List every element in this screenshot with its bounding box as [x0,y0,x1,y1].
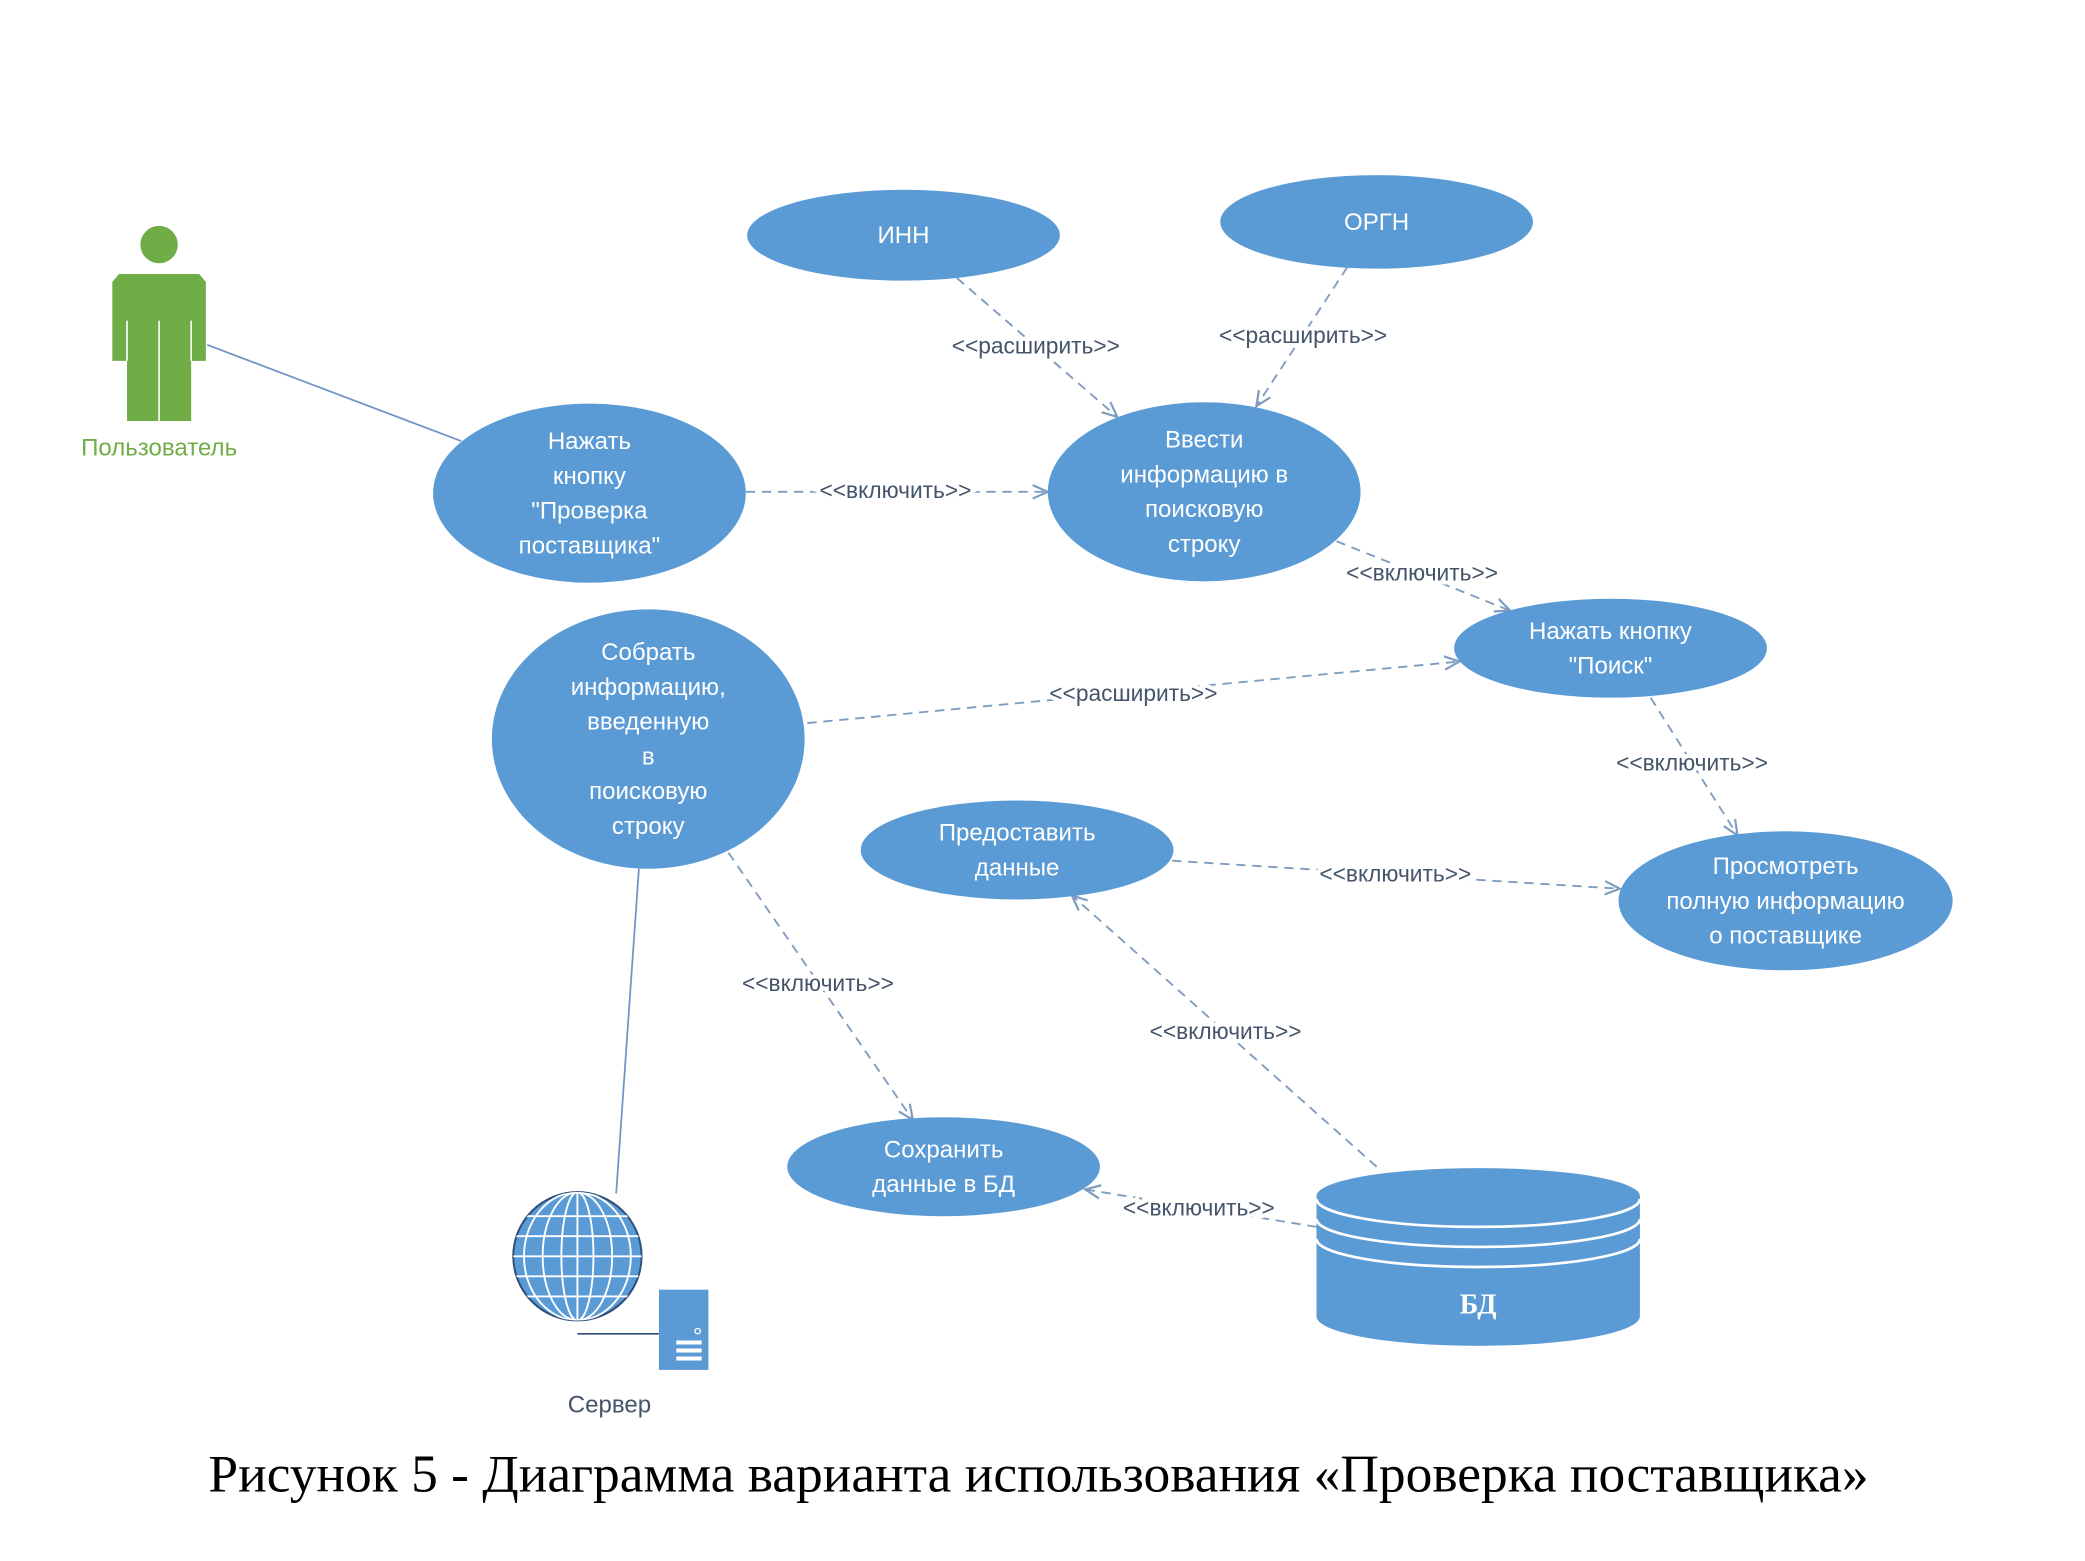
use-case-enter-info[interactable]: Ввести информацию в поисковую строку [1047,402,1361,582]
use-case-label-line: поисковую [589,778,707,805]
use-case-ellipse [1618,831,1953,971]
use-case-label-line: Нажать кнопку [1529,618,1692,645]
use-case-view-info[interactable]: Просмотреть полную информацию о поставщике [1618,831,1953,971]
relation-database-to-save-data: <<включить>> [1085,1189,1317,1228]
stereotype-label: <<включить>> [1346,560,1498,586]
use-case-label-line: Просмотреть [1713,853,1859,880]
use-case-label-line: данные [975,854,1060,881]
relation-database-to-provide-data: <<включить>> [1072,895,1378,1168]
association-actor-press-check [206,343,462,442]
use-case-press-check[interactable]: Нажать кнопку "Проверка поставщика" [433,403,746,583]
use-case-label: Ввести информацию в поисковую строку [1120,427,1288,558]
use-case-press-search[interactable]: Нажать кнопку "Поиск" [1454,598,1767,698]
use-case-ellipse [747,189,1060,281]
use-case-ellipse [787,1117,1100,1217]
use-case-label-line: Ввести [1165,427,1243,454]
database-node[interactable]: БД [1315,1168,1642,1346]
stereotype-label: <<включить>> [1150,1018,1302,1044]
stereotype-label: <<расширить>> [952,332,1120,358]
use-case-label: ОРГН [1344,209,1409,236]
relation-provide-data-to-view-info: <<включить>> [1172,856,1620,889]
use-case-label: Нажать кнопку "Проверка поставщика" [519,428,661,559]
stereotype-label: <<включить>> [820,477,972,503]
use-case-label-line: информацию в [1120,461,1288,488]
use-case-inn[interactable]: ИНН [747,189,1060,281]
relation-press-check-to-enter-info: <<включить>> [745,473,1048,507]
use-case-label-line: поисковую [1145,496,1263,523]
stereotype-label: <<включить>> [1319,860,1471,886]
use-case-label-line: полную информацию [1666,888,1904,915]
use-case-ellipse [860,800,1174,900]
use-case-label-line: строку [1168,531,1241,558]
use-case-label-line: Нажать [548,428,631,455]
use-case-label: Просмотреть полную информацию о поставщике [1666,853,1904,949]
use-case-label-line: поставщика" [519,532,661,559]
server-label: Сервер [568,1392,651,1419]
relation-collect-info-to-press-search: <<расширить>> [807,662,1459,724]
stereotype-label: <<расширить>> [1049,680,1217,706]
use-case-label-line: в [642,743,655,770]
dependency-arrow [1172,859,1620,889]
user-icon [112,225,206,421]
server-node[interactable]: Сервер [508,1189,709,1419]
use-case-collect-info[interactable]: Собрать информацию, введенную в поисковую стр… [491,609,805,869]
dependency-arrow [727,852,912,1120]
relation-inn-to-enter-info: <<расширить>> [948,277,1124,417]
use-case-label: ИНН [877,222,929,249]
use-case-ellipse [1454,598,1767,698]
use-case-provide-data[interactable]: Предоставить данные [860,800,1174,900]
stereotype-label: <<расширить>> [1219,322,1387,348]
use-case-label: Сохранить данные в БД [872,1136,1015,1198]
use-case-label-line: "Проверка [531,498,648,525]
use-case-label-line: Сохранить [884,1136,1004,1163]
use-case-label-line: кнопку [553,463,626,490]
use-case-label: Нажать кнопку "Поиск" [1529,618,1692,680]
figure-caption: Рисунок 5 - Диаграмма варианта использов… [208,1444,1868,1504]
use-case-label-line: данные в БД [872,1171,1015,1198]
use-case-label-line: о поставщике [1709,923,1862,950]
use-case-label-line: Предоставить [939,820,1096,847]
use-case-label: Собрать информацию, введенную в поисковую стр… [571,639,726,840]
dependency-arrow [1649,697,1738,836]
actor-label: Пользователь [81,435,237,462]
use-case-label: Предоставить данные [939,820,1096,882]
dependency-arrow [1072,895,1378,1168]
use-case-label-line: Собрать [601,639,695,666]
globe-icon [512,1191,643,1322]
use-case-ellipse [1047,402,1361,582]
use-case-save-data[interactable]: Сохранить данные в БД [787,1117,1100,1217]
use-case-ogrn[interactable]: ОРГН [1220,175,1533,269]
database-label: БД [1460,1290,1497,1321]
dependency-arrow [956,277,1117,417]
dependency-arrow [1256,266,1348,406]
association-collect-server [615,868,640,1194]
relation-enter-info-to-press-search: <<включить>> [1336,540,1511,610]
stereotype-label: <<включить>> [1123,1195,1275,1221]
use-case-label-line: информацию, [571,674,726,701]
relation-press-search-to-view-info: <<включить>> [1612,697,1772,836]
use-case-ellipse [1220,175,1533,269]
use-case-label-line: ОРГН [1344,209,1409,236]
use-case-label-line: ИНН [877,222,929,249]
database-icon [1315,1168,1642,1346]
stereotype-label: <<включить>> [1616,749,1768,775]
dependency-arrow [1085,1189,1317,1228]
use-case-label-line: строку [612,813,685,840]
stereotype-label: <<включить>> [742,970,894,996]
relation-collect-info-to-save-data: <<включить>> [727,852,912,1120]
actor-user[interactable]: Пользователь [81,225,237,462]
use-case-label-line: "Поиск" [1569,653,1653,680]
use-case-ellipse [491,609,805,869]
server-icon [658,1289,709,1370]
use-case-label-line: введенную [587,709,709,736]
relation-ogrn-to-enter-info: <<расширить>> [1215,266,1391,406]
dependency-arrow [807,662,1459,724]
use-case-ellipse [433,403,746,583]
